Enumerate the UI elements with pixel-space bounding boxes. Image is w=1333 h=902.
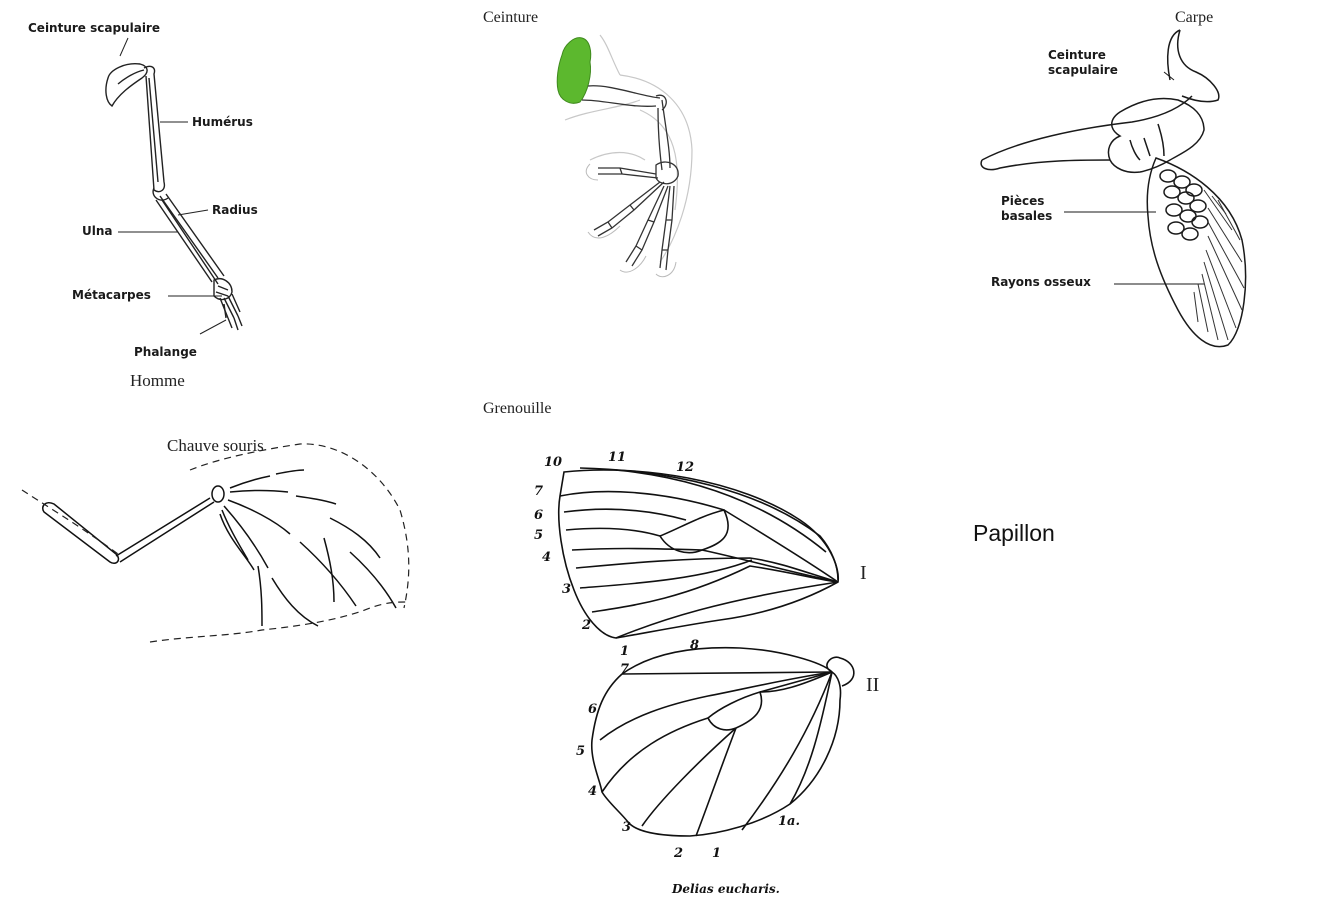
hindwing-number-8: 8 [690,638,699,653]
bat-wing-panel: Chauve souris [0,430,460,650]
butterfly-wings-panel: 10 11 12 7 6 5 4 3 2 1 I 8 7 6 5 4 3 2 1… [520,440,900,902]
forewing-number-7: 7 [534,484,543,499]
forewing-number-6: 6 [534,508,543,523]
bat-wing-drawing [0,430,460,650]
hindwing-number-5: 5 [576,744,585,759]
butterfly-wings-drawing [520,440,900,902]
human-arm-drawing [0,0,320,400]
hindwing-number-1a: 1a. [778,814,800,829]
hindwing-number-6: 6 [588,702,597,717]
hindwing-roman-numeral: II [866,674,879,697]
caption-papillon: Papillon [973,520,1055,547]
forewing-number-11: 11 [608,450,626,465]
caption-grenouille: Grenouille [483,400,551,418]
human-arm-panel: Ceinture scapulaire Humérus Radius Ulna … [0,0,320,400]
forewing-number-1: 1 [620,644,629,659]
hindwing-number-1: 1 [712,846,721,861]
label-pieces-basales: Pièces basales [1001,194,1061,224]
hindwing-outline [592,648,841,836]
forewing-number-3: 3 [562,582,571,597]
label-rayons-osseux: Rayons osseux [991,275,1091,289]
label-fish-ceinture: Ceinture scapulaire [1048,48,1108,78]
caption-carpe: Carpe [1175,9,1213,27]
forewing-roman-numeral: I [860,562,867,585]
label-radius: Radius [212,203,258,217]
forewing-number-4: 4 [542,550,551,565]
frog-limb-panel: Ceinture Grenouille [470,0,730,430]
forewing-number-10: 10 [544,455,562,470]
frog-limb-drawing [470,0,730,300]
frog-girdle-shape [557,38,591,104]
hindwing-number-4: 4 [588,784,597,799]
hindwing-number-2: 2 [674,846,683,861]
caption-homme: Homme [130,371,185,391]
hindwing-number-7: 7 [620,662,629,677]
label-ceinture-scapulaire: Ceinture scapulaire [28,21,160,35]
species-caption: Delias eucharis. [672,882,780,896]
fish-fin-drawing [960,0,1260,360]
label-metacarpes: Métacarpes [72,288,151,302]
forewing-number-2: 2 [582,618,591,633]
hindwing-number-3: 3 [622,820,631,835]
caption-ceinture: Ceinture [483,9,538,27]
fish-fin-panel: Carpe Ceinture scapulaire Pièces basales… [960,0,1260,360]
caption-chauve-souris: Chauve souris [167,436,264,456]
label-phalange: Phalange [134,345,197,359]
forewing-number-12: 12 [676,460,694,475]
forewing-number-5: 5 [534,528,543,543]
label-humerus: Humérus [192,115,253,129]
label-ulna: Ulna [82,224,113,238]
